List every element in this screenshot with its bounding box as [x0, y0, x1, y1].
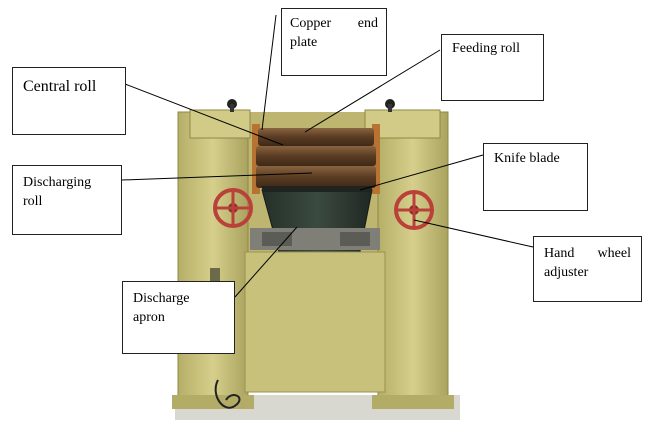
leader-knife-blade — [359, 154, 484, 191]
label-discharge-apron-line1: Discharge — [133, 291, 190, 306]
label-central-roll: Central roll — [12, 67, 126, 135]
machine-left-base — [172, 395, 254, 409]
leader-discharge-apron — [234, 226, 298, 298]
label-copper-end-plate-line1: Copper end — [290, 16, 378, 31]
label-feeding-roll: Feeding roll — [441, 34, 544, 101]
label-central-roll-text: Central roll — [23, 78, 97, 95]
label-discharge-apron-line2: apron — [133, 309, 165, 325]
label-feeding-roll-text: Feeding roll — [452, 41, 521, 56]
machine-right-base — [372, 395, 454, 409]
leader-central-roll — [124, 83, 284, 146]
discharging-roll — [256, 166, 376, 188]
label-hand-wheel-adjuster: Hand wheel adjuster — [533, 236, 642, 302]
lower-tray-inner-right — [340, 232, 370, 246]
lower-tray-inner — [262, 232, 292, 246]
leader-discharging-roll — [121, 172, 313, 181]
label-knife-blade: Knife blade — [483, 143, 588, 211]
central-roll — [256, 146, 376, 166]
label-discharging-roll: Discharging roll — [12, 165, 122, 235]
right-top-knob-stem — [388, 104, 392, 112]
feeding-roll — [258, 128, 374, 146]
knife-blade — [262, 186, 372, 192]
label-knife-blade-text: Knife blade — [494, 151, 560, 166]
label-copper-end-plate-line2: plate — [290, 34, 318, 50]
machine-left-top — [189, 109, 251, 139]
leader-feeding-roll — [304, 49, 441, 133]
label-discharge-apron: Discharge apron — [122, 281, 235, 354]
leader-lines — [121, 14, 534, 298]
leader-hand-wheel-adjuster — [413, 219, 534, 248]
label-copper-end-plate: Copper end plate — [281, 8, 387, 76]
power-cable — [214, 379, 241, 409]
label-discharging-roll-line1: Discharging — [23, 175, 92, 190]
hand-wheel-left-icon — [213, 188, 253, 228]
left-top-knob-stem — [230, 104, 234, 112]
machine-front-cabinet — [244, 251, 386, 393]
machine-left-frame — [177, 111, 249, 403]
leader-copper-end-plate — [261, 14, 277, 131]
label-discharging-roll-line2: roll — [23, 193, 43, 209]
label-hand-wheel-adjuster-line2: adjuster — [544, 264, 589, 280]
hand-wheel-right-icon — [394, 190, 434, 230]
machine-right-frame — [377, 111, 449, 403]
label-hand-wheel-adjuster-line1: Hand wheel — [544, 246, 631, 261]
power-switch — [210, 268, 220, 282]
